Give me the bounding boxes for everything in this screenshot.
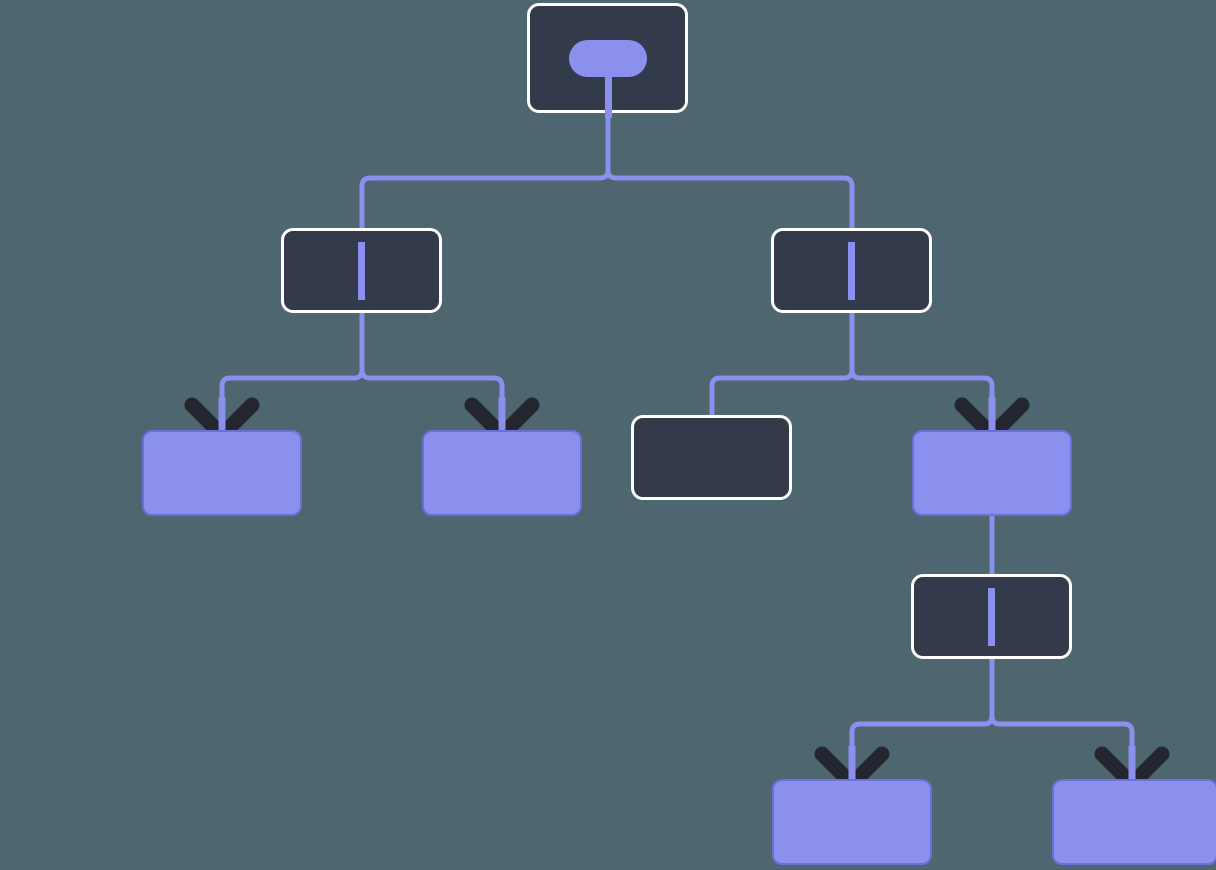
node-n5[interactable] (631, 415, 792, 500)
root-node-stem (605, 68, 612, 118)
node-n3[interactable] (142, 430, 302, 516)
edge-n0-n1 (359, 113, 611, 228)
edge-n7-n8 (849, 659, 995, 785)
edge-n2-n5 (709, 313, 855, 418)
edge-n0-n2 (605, 113, 855, 228)
edge-n1-n4 (359, 313, 505, 436)
node-n6[interactable] (912, 430, 1072, 516)
node-n8[interactable] (772, 779, 932, 865)
edge-n2-n6 (849, 313, 995, 436)
edge-n1-n3 (219, 313, 365, 436)
node-n9[interactable] (1052, 779, 1216, 865)
node-inner-bar (848, 242, 855, 300)
node-inner-bar (358, 242, 365, 300)
node-inner-bar (988, 588, 995, 646)
edge-n7-n9 (989, 659, 1135, 785)
node-n4[interactable] (422, 430, 582, 516)
